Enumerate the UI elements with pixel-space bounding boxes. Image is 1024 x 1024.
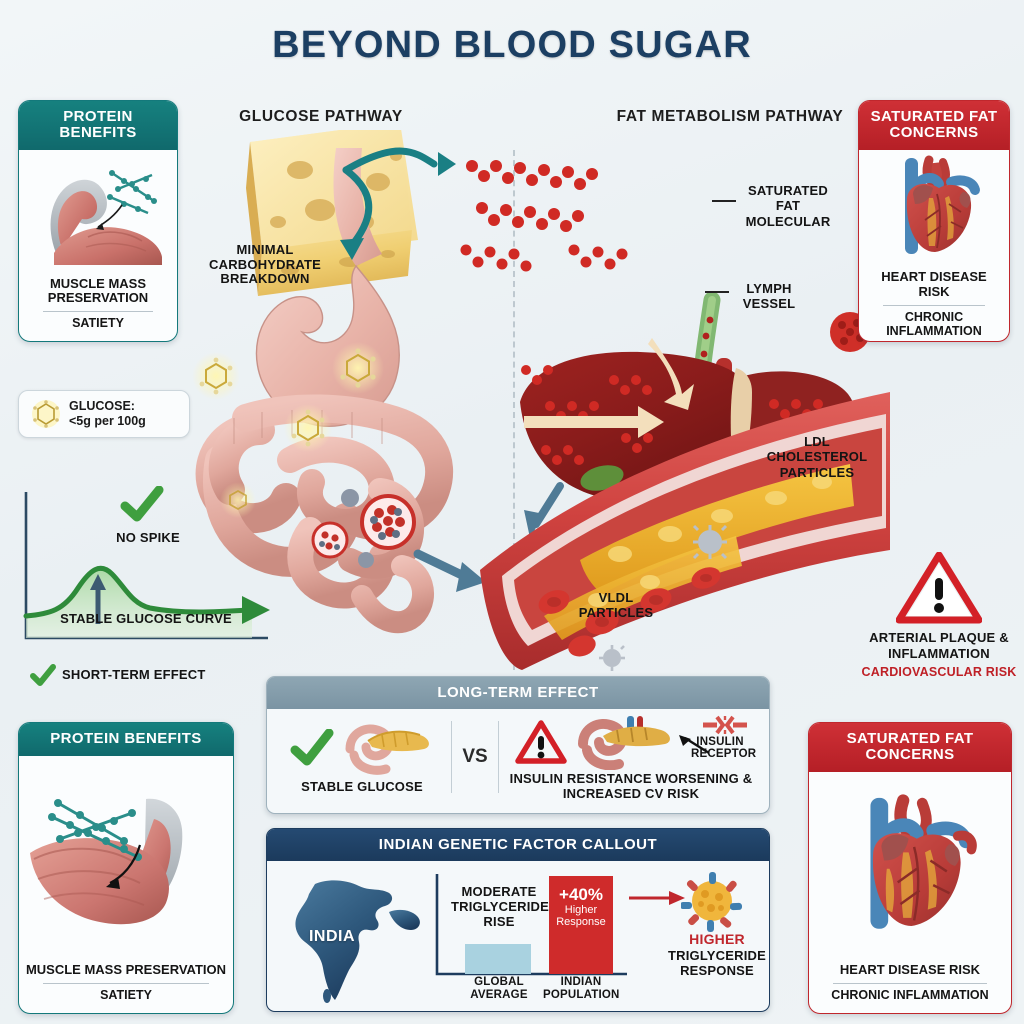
card-line-2: CHRONIC INFLAMMATION bbox=[886, 309, 982, 338]
check-icon bbox=[30, 664, 56, 686]
central-anatomy-illustration bbox=[192, 130, 890, 671]
label-ldl-particles: LDL CHOLESTEROL PARTICLES bbox=[766, 434, 868, 480]
label-lymph-vessel: LYMPH VESSEL bbox=[742, 281, 796, 312]
card-protein-benefits-top[interactable]: PROTEIN BENEFITS bbox=[18, 100, 178, 342]
label-insulin-receptor: INSULIN RECEPTOR bbox=[691, 735, 757, 761]
lipoprotein-particle-icon bbox=[681, 872, 743, 932]
arrow-to-receptor-icon bbox=[679, 734, 710, 754]
check-icon bbox=[290, 728, 334, 766]
triglyceride-result: HIGHER TRIGLYCERIDE RESPONSE bbox=[629, 870, 766, 1006]
card-protein-benefits-bottom[interactable]: PROTEIN BENEFITS bbox=[18, 722, 234, 1014]
leader-line bbox=[705, 291, 729, 293]
long-term-right: INSULIN RECEPTOR INSULIN RESISTANCE WORS… bbox=[499, 713, 763, 802]
glucose-chip[interactable]: GLUCOSE: <5g per 100g bbox=[18, 390, 190, 438]
glucose-hexagon-molecule-icon bbox=[32, 400, 60, 428]
india-map: INDIA bbox=[277, 872, 431, 1004]
card-line-1: MUSCLE MASS PRESERVATION bbox=[25, 961, 227, 977]
label-vldl-particles: VLDL PARTICLES bbox=[578, 590, 654, 621]
warning-triangle-icon bbox=[896, 552, 982, 624]
divider bbox=[43, 311, 153, 313]
card-line-1: HEART DISEASE RISK bbox=[881, 269, 987, 299]
card-line-1: MUSCLE MASS PRESERVATION bbox=[47, 275, 149, 305]
label-saturated-fat-molecular: SATURATED FAT MOLECULAR bbox=[745, 183, 831, 229]
label-insulin-resistance: INSULIN RESISTANCE WORSENING & INCREASED… bbox=[509, 770, 753, 801]
long-term-effect-panel[interactable]: LONG-TERM EFFECT STABLE GLUCOSE V bbox=[266, 676, 770, 814]
card-header: SATURATED FAT CONCERNS bbox=[809, 723, 1011, 773]
triglyceride-bar-chart: MODERATE TRIGLYCERIDE RISE +40% Higher R… bbox=[431, 870, 637, 1006]
card-header: SATURATED FAT CONCERNS bbox=[859, 101, 1009, 151]
label-stable-glucose-curve: STABLE GLUCOSE CURVE bbox=[60, 611, 232, 626]
heart-icon bbox=[870, 794, 977, 929]
indian-genetic-factor-panel[interactable]: INDIAN GENETIC FACTOR CALLOUT INDIA bbox=[266, 828, 770, 1012]
label-stable-glucose: STABLE GLUCOSE bbox=[301, 778, 423, 794]
card-illustration bbox=[809, 772, 1011, 959]
badge-line-1: Higher bbox=[564, 903, 598, 916]
pancreas-insulin-resistance-icon bbox=[578, 715, 670, 770]
flexed-arm-icon bbox=[50, 169, 162, 265]
card-line-1: HEART DISEASE RISK bbox=[839, 961, 981, 977]
fat-pathway-heading: FAT METABOLISM PATHWAY bbox=[616, 108, 844, 125]
leader-line bbox=[712, 200, 736, 202]
panel-header: LONG-TERM EFFECT bbox=[267, 677, 769, 709]
glucose-chip-label: GLUCOSE: bbox=[69, 399, 135, 413]
check-icon bbox=[120, 486, 164, 522]
panel-header: INDIAN GENETIC FACTOR CALLOUT bbox=[267, 829, 769, 861]
heart-icon bbox=[905, 155, 980, 255]
card-header: PROTEIN BENEFITS bbox=[19, 723, 233, 757]
label-arterial-plaque: ARTERIAL PLAQUE & INFLAMMATION bbox=[869, 630, 1009, 661]
label-moderate-triglyceride-rise: MODERATE TRIGLYCERIDE RISE bbox=[451, 884, 549, 930]
card-illustration bbox=[19, 756, 233, 959]
card-header: PROTEIN BENEFITS bbox=[19, 101, 177, 151]
bar-global-average bbox=[465, 944, 531, 974]
card-saturated-fat-bottom[interactable]: SATURATED FAT CONCERNS bbox=[808, 722, 1012, 1014]
badge-value: +40% bbox=[559, 885, 603, 904]
glucose-chip-value: <5g per 100g bbox=[69, 414, 146, 428]
long-term-left: STABLE GLUCOSE bbox=[273, 720, 451, 795]
pancreas-icon bbox=[345, 724, 429, 775]
label-triglyceride-response: TRIGLYCERIDE RESPONSE bbox=[668, 947, 766, 978]
bar-chart-svg bbox=[435, 874, 627, 976]
glucose-pathway-heading: GLUCOSE PATHWAY bbox=[239, 108, 403, 125]
warning-triangle-icon bbox=[515, 719, 567, 764]
bar-indian-population bbox=[549, 876, 613, 974]
glucose-molecule-icons bbox=[192, 342, 384, 518]
divider bbox=[883, 304, 985, 306]
label-cardiovascular-risk: CARDIOVASCULAR RISK bbox=[861, 665, 1017, 679]
flexed-arm-icon bbox=[30, 798, 183, 924]
card-illustration bbox=[859, 150, 1009, 266]
label-minimal-carb-breakdown: MINIMAL CARBOHYDRATE BREAKDOWN bbox=[209, 242, 321, 287]
divider bbox=[833, 983, 987, 985]
label-short-term-effect: SHORT-TERM EFFECT bbox=[62, 667, 206, 682]
label-no-spike: NO SPIKE bbox=[116, 530, 180, 545]
vs-divider-label: VS bbox=[462, 746, 488, 767]
page-title: BEYOND BLOOD SUGAR bbox=[272, 24, 752, 66]
pathway-divider bbox=[513, 150, 515, 670]
card-line-2: SATIETY bbox=[72, 316, 124, 331]
card-illustration bbox=[19, 150, 177, 272]
arrow-right-icon bbox=[629, 891, 685, 905]
india-map-label: INDIA bbox=[308, 928, 356, 945]
card-line-2: CHRONIC INFLAMMATION bbox=[831, 988, 989, 1003]
stable-glucose-chart: NO SPIKE STABLE GLUCOSE CURVE bbox=[16, 486, 282, 658]
india-map-icon bbox=[295, 880, 420, 1003]
vldl-particle-icons bbox=[311, 489, 486, 592]
divider bbox=[43, 983, 209, 985]
digestion-arrow bbox=[340, 147, 456, 260]
card-saturated-fat-top[interactable]: SATURATED FAT CONCERNS bbox=[858, 100, 1010, 342]
badge-line-2: Response bbox=[556, 915, 606, 928]
glucose-curve-svg bbox=[23, 492, 270, 640]
label-higher: HIGHER bbox=[689, 931, 745, 947]
card-line-2: SATIETY bbox=[100, 988, 152, 1003]
insulin-receptor-icon bbox=[703, 715, 747, 734]
artery-illustration bbox=[480, 392, 890, 671]
saturated-fat-chains bbox=[460, 160, 628, 272]
